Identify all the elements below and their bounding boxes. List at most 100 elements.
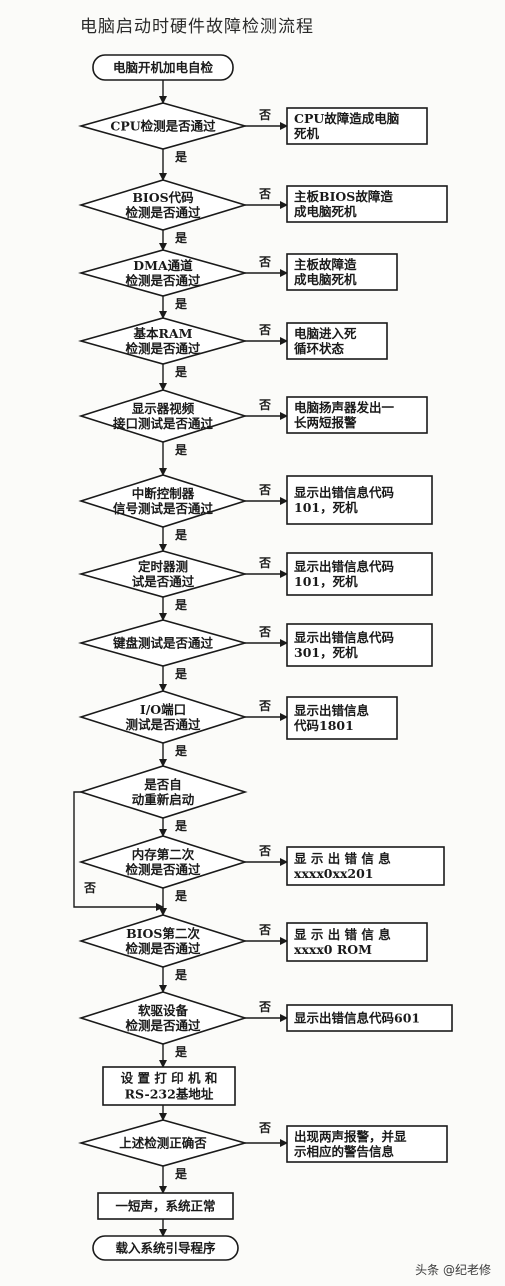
- no-label-12: 否: [258, 923, 271, 937]
- yes-label-10: 是: [174, 819, 188, 833]
- end-node: [92, 1235, 239, 1261]
- yes-label-6: 是: [174, 528, 188, 542]
- yes-label-4: 是: [174, 365, 188, 379]
- fail-box-13-text-line-1: 显示出错信息代码601: [294, 1011, 420, 1026]
- fail-box-1: [286, 107, 428, 145]
- yes-label-11: 是: [174, 889, 188, 903]
- fail-box-8-text-line-1: 显示出错信息代码: [294, 630, 394, 645]
- decision-9-text-line-1: I/O端口: [140, 702, 186, 717]
- fail-box-12: [286, 922, 428, 962]
- no-label-1: 否: [258, 108, 271, 122]
- normal-node: [97, 1192, 234, 1220]
- fail-box-11-text-line-1: 显 示 出 错 信 息: [294, 851, 391, 866]
- decision-8-text-line-1: 键盘测试是否通过: [112, 636, 214, 651]
- yes-label-5: 是: [174, 443, 188, 457]
- fail-box-1-text-line-2: 死机: [293, 126, 320, 141]
- no-label-8: 否: [258, 625, 271, 639]
- setup-node-text-line-2: RS-232基地址: [125, 1087, 214, 1102]
- fail-box-7-text-line-2: 101，死机: [294, 574, 358, 589]
- no-label-7: 否: [258, 556, 271, 570]
- fail-box-5-text-line-1: 电脑扬声器发出一: [294, 400, 395, 415]
- normal-node-text-line-1: 一短声，系统正常: [115, 1199, 215, 1214]
- fail-box-2-text-line-2: 成电脑死机: [294, 204, 357, 219]
- setup-node: [102, 1066, 236, 1106]
- fail-box-2: [286, 185, 448, 223]
- no-label-final: 否: [258, 1121, 271, 1135]
- fail-box-12-text-line-2: xxxx0 ROM: [294, 942, 372, 957]
- no-connector-auto-restart: [73, 791, 164, 911]
- decision-13-text-line-1: 软驱设备: [138, 1003, 189, 1018]
- no-label-5: 否: [258, 398, 271, 412]
- decision-10-text-line-2: 动重新启动: [132, 792, 195, 807]
- fail-box-final-text-line-1: 出现两声报警，并显: [294, 1129, 407, 1144]
- decision-3-text-line-1: DMA通道: [133, 258, 193, 273]
- decision-13-text-line-2: 检测是否通过: [125, 1018, 201, 1033]
- fail-box-3-text-line-1: 主板故障造: [294, 257, 357, 272]
- yes-label-12: 是: [174, 968, 188, 982]
- fail-box-3: [286, 253, 398, 291]
- decision-2-text-line-2: 检测是否通过: [125, 205, 201, 220]
- fail-box-final-text-line-2: 示相应的警告信息: [293, 1144, 395, 1159]
- decision-4-text-line-2: 检测是否通过: [125, 341, 201, 356]
- no-label-2: 否: [258, 187, 271, 201]
- fail-box-4-text-line-2: 循环状态: [294, 341, 345, 356]
- yes-label-2: 是: [174, 231, 188, 245]
- fail-box-9-text-line-1: 显示出错信息: [294, 703, 370, 718]
- fail-box-9: [286, 696, 398, 740]
- yes-label-7: 是: [174, 598, 188, 612]
- decision-12-text-line-2: 检测是否通过: [125, 941, 201, 956]
- no-label-13: 否: [258, 1000, 271, 1014]
- fail-box-6-text-line-2: 101，死机: [294, 500, 358, 515]
- decision-final-text-line-1: 上述检测正确否: [119, 1136, 207, 1151]
- decision-2-text-line-1: BIOS代码: [132, 190, 193, 205]
- fail-box-11: [286, 846, 445, 886]
- fail-box-12-text-line-1: 显 示 出 错 信 息: [294, 927, 391, 942]
- decision-11-text-line-1: 内存第二次: [132, 847, 195, 862]
- fail-box-8: [286, 623, 433, 667]
- decision-5-text-line-1: 显示器视频: [132, 401, 195, 416]
- decision-5-text-line-2: 接口测试是否通过: [113, 416, 214, 431]
- no-label-6: 否: [258, 483, 271, 497]
- decision-6-text-line-2: 信号测试是否通过: [113, 501, 214, 516]
- fail-box-6: [286, 475, 433, 525]
- yes-label-1: 是: [174, 150, 188, 164]
- fail-box-13: [286, 1004, 453, 1032]
- decision-7-text-line-1: 定时器测: [137, 559, 188, 574]
- yes-label-13: 是: [174, 1045, 188, 1059]
- fail-box-8-text-line-2: 301，死机: [294, 645, 358, 660]
- diagram-title: 电脑启动时硬件故障检测流程: [80, 17, 314, 37]
- fail-box-4-text-line-1: 电脑进入死: [294, 326, 357, 341]
- decision-12-text-line-1: BIOS第二次: [126, 926, 200, 941]
- fail-box-7-text-line-1: 显示出错信息代码: [294, 559, 394, 574]
- fail-box-5-text-line-2: 长两短报警: [294, 415, 357, 430]
- fail-box-7: [286, 552, 433, 596]
- yes-label-9: 是: [174, 744, 188, 758]
- fail-box-final: [286, 1125, 448, 1163]
- end-node-text-line-1: 载入系统引导程序: [115, 1241, 216, 1256]
- start-node-text-line-1: 电脑开机加电自检: [113, 60, 214, 75]
- fail-box-4: [286, 322, 388, 360]
- no-label-11: 否: [258, 844, 271, 858]
- fail-box-11-text-line-2: xxxx0xx201: [294, 866, 374, 881]
- decision-4-text-line-1: 基本RAM: [133, 326, 193, 341]
- fail-box-2-text-line-1: 主板BIOS故障造: [294, 189, 393, 204]
- yes-label-8: 是: [174, 667, 188, 681]
- decision-1-text-line-1: CPU检测是否通过: [110, 119, 216, 134]
- no-label-9: 否: [258, 699, 271, 713]
- no-label-auto-restart: 否: [83, 881, 96, 895]
- no-label-4: 否: [258, 323, 271, 337]
- fail-box-9-text-line-2: 代码1801: [293, 718, 354, 733]
- decision-11-text-line-2: 检测是否通过: [125, 862, 201, 877]
- yes-label-final: 是: [174, 1167, 188, 1181]
- decision-6-text-line-1: 中断控制器: [132, 486, 195, 501]
- decision-10-text-line-1: 是否自: [143, 777, 182, 792]
- no-label-3: 否: [258, 255, 271, 269]
- decision-3-text-line-2: 检测是否通过: [125, 273, 201, 288]
- fail-box-5: [286, 396, 428, 434]
- fail-box-6-text-line-1: 显示出错信息代码: [294, 485, 394, 500]
- decision-7-text-line-2: 试是否通过: [132, 574, 195, 589]
- setup-node-text-line-1: 设 置 打 印 机 和: [121, 1071, 218, 1086]
- decision-9-text-line-2: 测试是否通过: [125, 717, 201, 732]
- fail-box-3-text-line-2: 成电脑死机: [294, 272, 357, 287]
